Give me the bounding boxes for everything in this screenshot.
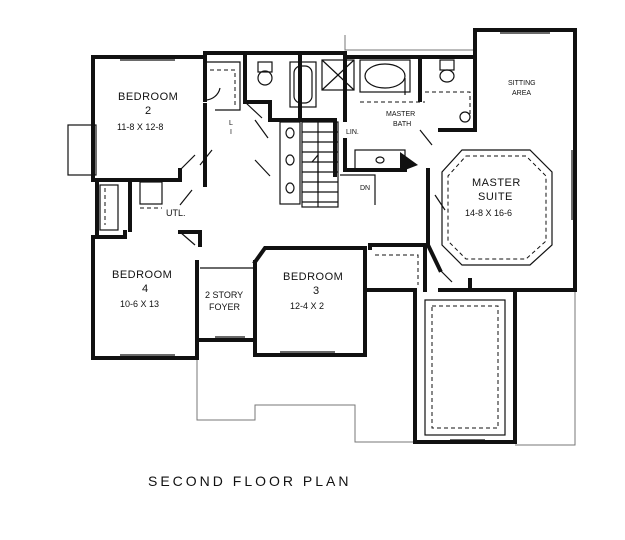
bedroom2-number: 2 [145,105,152,117]
windows [120,32,573,441]
tray-ceiling [441,149,553,266]
linen-closet-1-line2: I [230,129,232,136]
stair-down-label: DN [360,185,370,192]
master-suite-line2: SUITE [478,191,513,203]
master-bath-line1: MASTER [386,111,415,118]
bedroom3-number: 3 [313,285,320,297]
master-bath-line2: BATH [393,121,411,128]
lower-structure [424,299,506,436]
corner-fireplace [400,152,418,172]
bath-fixtures [257,59,471,205]
bedroom3-name: BEDROOM [283,271,343,283]
foyer-line1: 2 STORY [205,290,243,300]
bedroom2-name: BEDROOM [118,91,178,103]
bedroom2-size: 11-8 X 12-8 [117,122,163,132]
sitting-line1: SITTING [508,80,536,87]
plan-caption: SECOND FLOOR PLAN [148,473,351,489]
bedroom3-size: 12-4 X 2 [290,301,324,311]
foyer-line2: FOYER [209,302,241,312]
master-suite-size: 14-8 X 16-6 [465,208,512,218]
bedroom4-name: BEDROOM [112,269,172,281]
linen-closet-1-line1: L [229,120,233,127]
master-suite-line1: MASTER [472,177,521,189]
linen-closet-2: LIN. [346,129,359,136]
chimney [67,124,97,176]
utility-label: UTL. [166,208,186,218]
closet-dashes [104,69,471,225]
sitting-line2: AREA [512,90,531,97]
interior-walls [91,55,517,342]
stair-treads [302,122,338,207]
bedroom4-number: 4 [142,283,149,295]
room-labels: BEDROOM 2 11-8 X 12-8 BEDROOM 4 10-6 X 1… [112,80,536,489]
door-swings [179,87,453,283]
bedroom4-size: 10-6 X 13 [120,299,159,309]
